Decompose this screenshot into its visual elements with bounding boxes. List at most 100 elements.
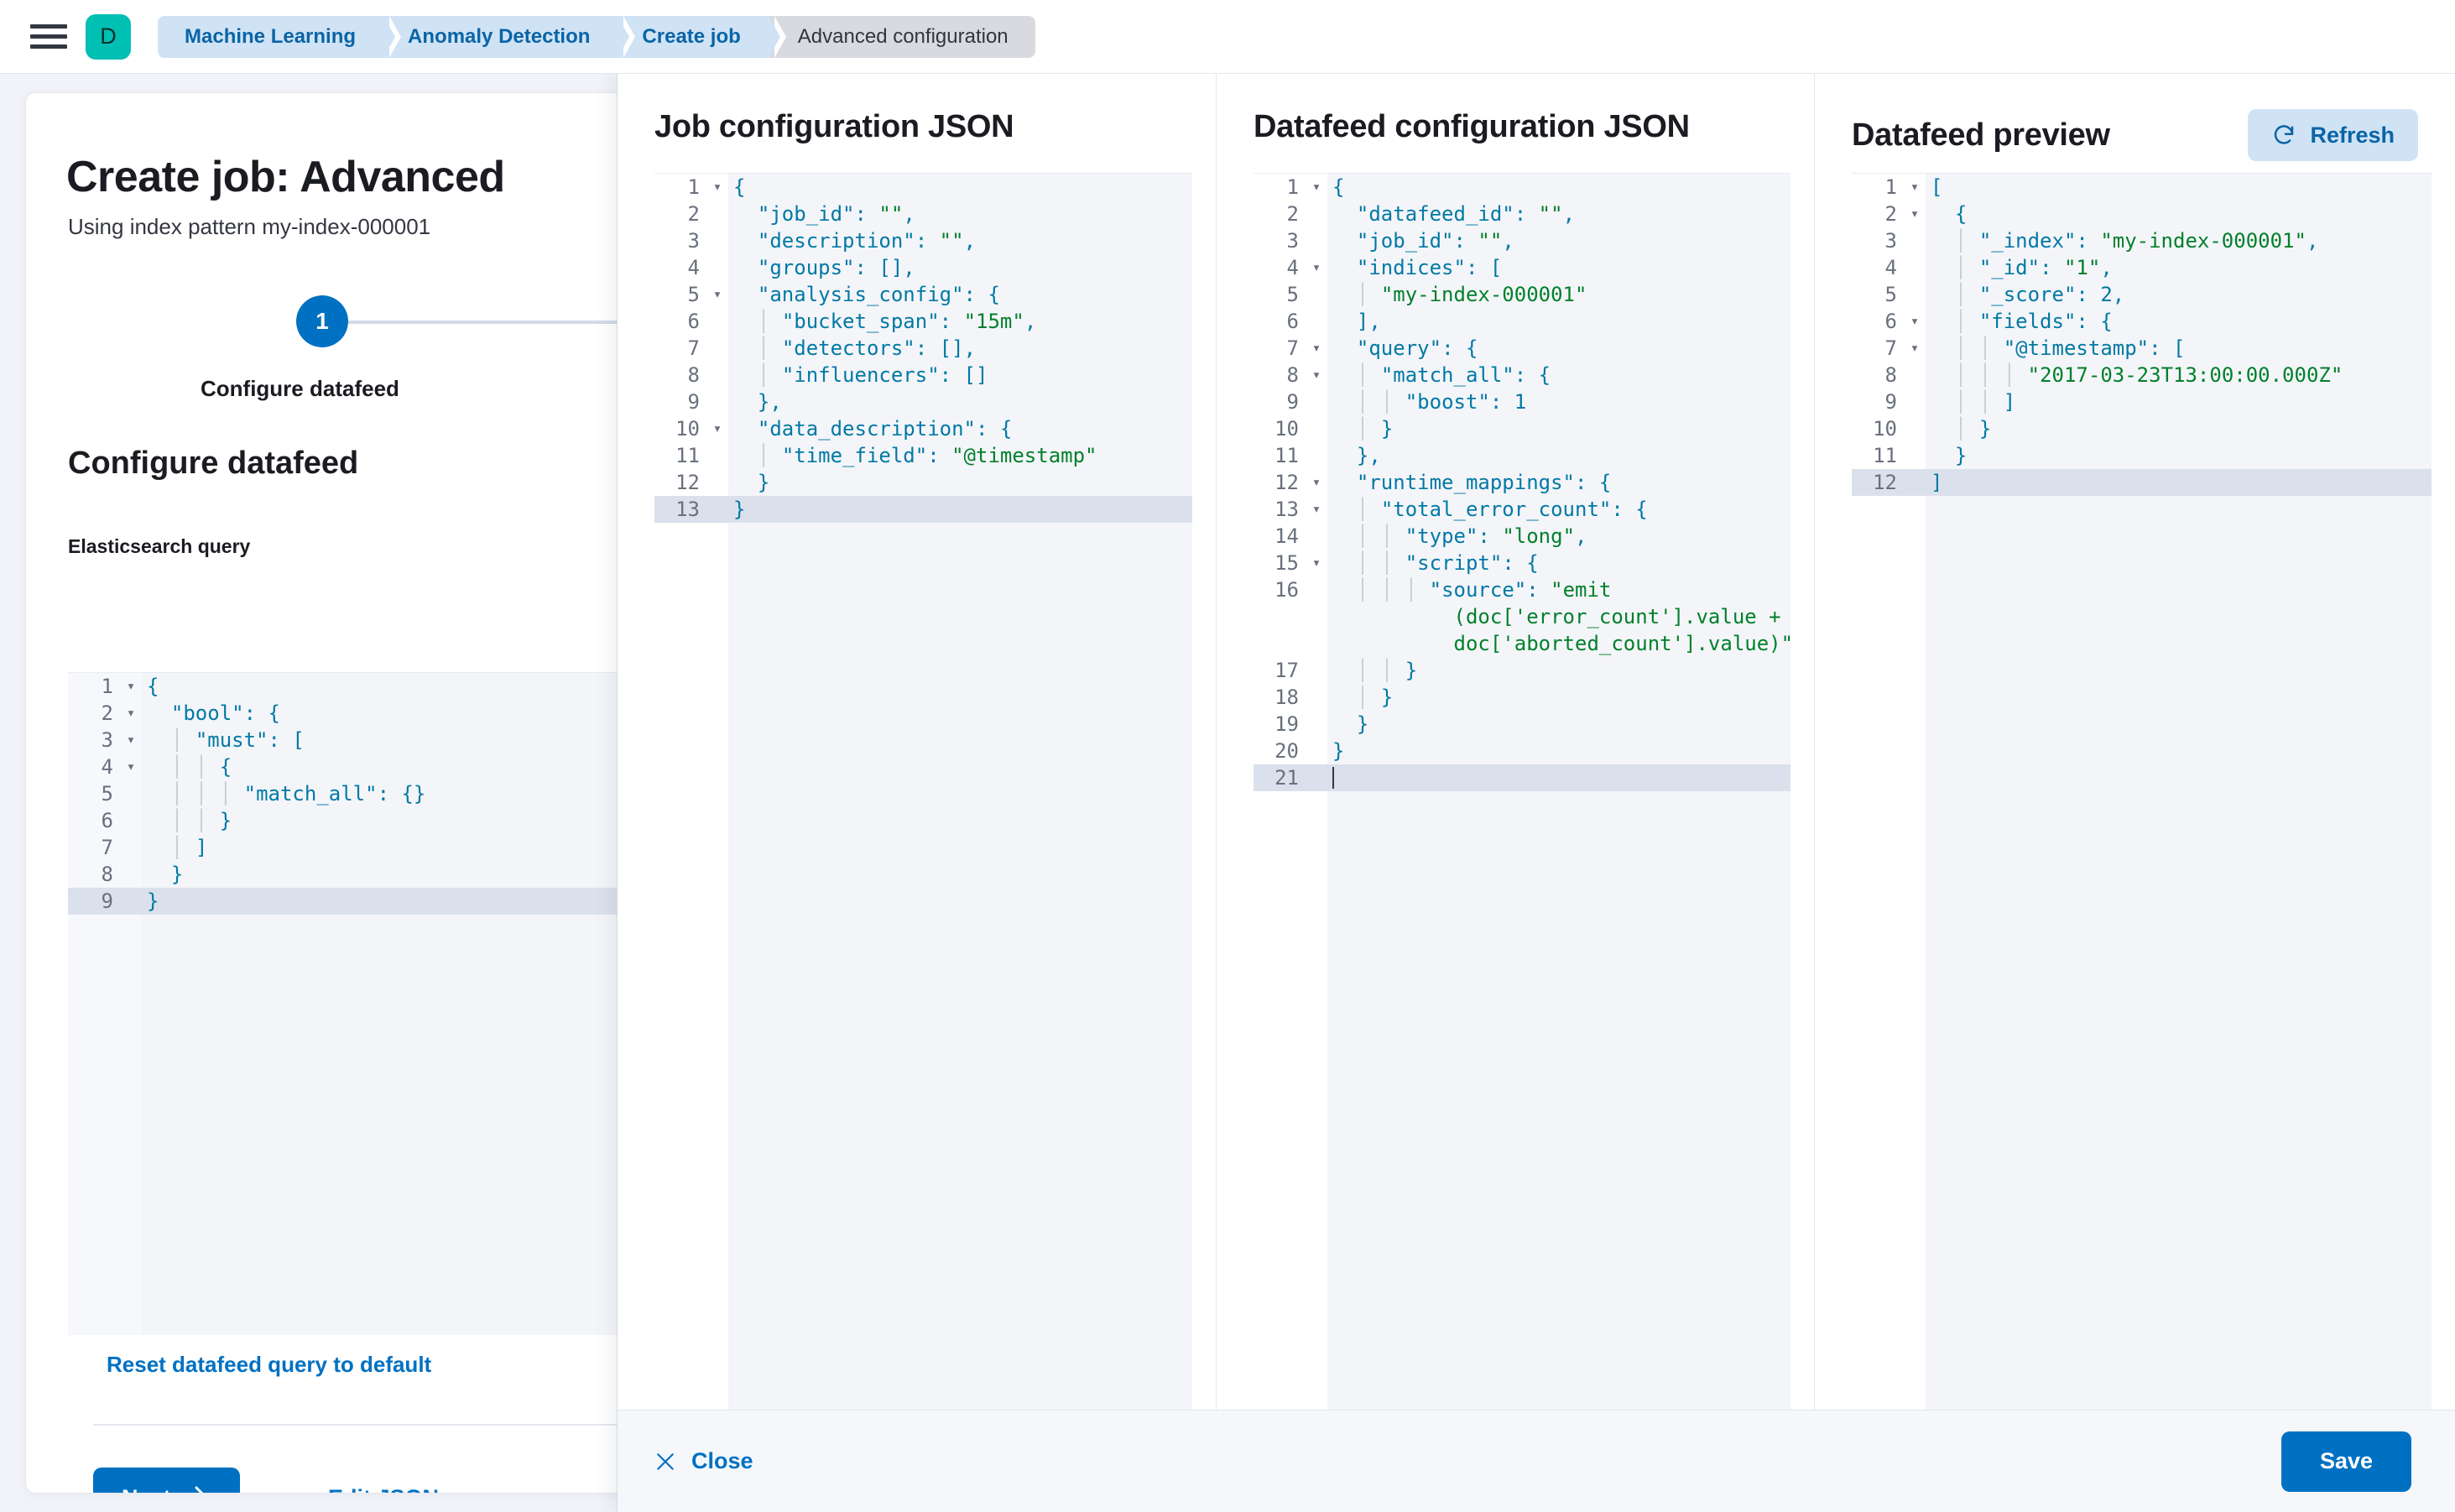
- line-number: 5: [101, 782, 113, 806]
- refresh-button[interactable]: Refresh: [2248, 109, 2418, 161]
- fold-arrow-icon[interactable]: ▾: [1910, 206, 1920, 222]
- code-line[interactable]: 9 │ │ "boost": 1: [1254, 388, 1790, 415]
- code-line[interactable]: 7 │ "detectors": [],: [654, 335, 1192, 362]
- fold-arrow-icon[interactable]: ▾: [1311, 474, 1321, 491]
- fold-arrow-icon[interactable]: ▾: [712, 420, 722, 437]
- code-line[interactable]: 11 }: [1852, 442, 2432, 469]
- code-line[interactable]: 11 },: [1254, 442, 1790, 469]
- line-number: 9: [1884, 390, 1897, 414]
- code-line[interactable]: 3 "job_id": "",: [1254, 227, 1790, 254]
- code-line[interactable]: 5 │ "_score": 2,: [1852, 281, 2432, 308]
- code-line[interactable]: 1▾{: [1254, 174, 1790, 201]
- code-line[interactable]: 19 }: [1254, 711, 1790, 738]
- code-line[interactable]: 13}: [654, 496, 1192, 523]
- job-configuration-json-editor[interactable]: 1▾{2 "job_id": "",3 "description": "",4 …: [654, 173, 1192, 1410]
- fold-arrow-icon[interactable]: ▾: [126, 732, 136, 748]
- step-indicator-1[interactable]: 1: [296, 295, 348, 347]
- code-line[interactable]: 10▾ "data_description": {: [654, 415, 1192, 442]
- code-line[interactable]: 13▾ │ "total_error_count": {: [1254, 496, 1790, 523]
- code-line[interactable]: 5 │ "my-index-000001": [1254, 281, 1790, 308]
- line-number: 4: [1286, 256, 1299, 279]
- breadcrumb-item-create-job[interactable]: Create job: [618, 15, 787, 58]
- code-line[interactable]: 4▾ "indices": [: [1254, 254, 1790, 281]
- code-line[interactable]: 14 │ │ "type": "long",: [1254, 523, 1790, 550]
- code-line[interactable]: 4▾ │ │ {: [68, 753, 914, 780]
- code-line[interactable]: 4 │ "_id": "1",: [1852, 254, 2432, 281]
- close-button[interactable]: Close: [654, 1448, 753, 1474]
- fold-arrow-icon[interactable]: ▾: [126, 705, 136, 722]
- code-line[interactable]: 10 │ }: [1852, 415, 2432, 442]
- code-line[interactable]: 6 │ "bucket_span": "15m",: [654, 308, 1192, 335]
- code-line[interactable]: 2▾ "bool": {: [68, 700, 914, 727]
- code-source: │ "detectors": [],: [757, 336, 977, 360]
- code-line[interactable]: 1▾[: [1852, 174, 2432, 201]
- code-line[interactable]: 18 │ }: [1254, 684, 1790, 711]
- code-line[interactable]: 11 │ "time_field": "@timestamp": [654, 442, 1192, 469]
- breadcrumb-item-anomaly-detection[interactable]: Anomaly Detection: [384, 15, 636, 58]
- code-line[interactable]: 8 │ │ │ "2017-03-23T13:00:00.000Z": [1852, 362, 2432, 388]
- fold-arrow-icon[interactable]: ▾: [712, 286, 722, 303]
- code-line[interactable]: 9 },: [654, 388, 1192, 415]
- space-avatar[interactable]: D: [86, 13, 131, 60]
- code-line[interactable]: 3 │ "_index": "my-index-000001",: [1852, 227, 2432, 254]
- code-source: │ │ {: [170, 755, 232, 779]
- code-line[interactable]: 21: [1254, 764, 1790, 791]
- hamburger-menu-icon[interactable]: [30, 22, 67, 52]
- fold-arrow-icon[interactable]: ▾: [1311, 555, 1321, 571]
- code-line[interactable]: 17 │ │ }: [1254, 657, 1790, 684]
- fold-arrow-icon[interactable]: ▾: [1311, 179, 1321, 196]
- fold-arrow-icon[interactable]: ▾: [712, 179, 722, 196]
- code-line[interactable]: 2▾ {: [1852, 201, 2432, 227]
- line-number: 8: [101, 863, 113, 886]
- fold-arrow-icon[interactable]: ▾: [1910, 179, 1920, 196]
- code-line[interactable]: 10 │ }: [1254, 415, 1790, 442]
- code-line[interactable]: 20}: [1254, 738, 1790, 764]
- line-number: 3: [1286, 229, 1299, 253]
- fold-arrow-icon[interactable]: ▾: [1910, 340, 1920, 357]
- code-line[interactable]: 16 │ │ │ "source": "emit (doc['error_cou…: [1254, 576, 1790, 657]
- breadcrumb-item-machine-learning[interactable]: Machine Learning: [158, 15, 402, 58]
- code-line[interactable]: 1▾{: [68, 673, 914, 700]
- page-title: Create job: Advanced: [66, 153, 505, 201]
- code-line[interactable]: 2 "job_id": "",: [654, 201, 1192, 227]
- code-line[interactable]: 8 }: [68, 861, 914, 888]
- next-button[interactable]: Next: [93, 1468, 240, 1493]
- code-line[interactable]: 15▾ │ │ "script": {: [1254, 550, 1790, 576]
- fold-arrow-icon[interactable]: ▾: [126, 678, 136, 695]
- code-line[interactable]: 6 ],: [1254, 308, 1790, 335]
- code-line[interactable]: 7 │ ]: [68, 834, 914, 861]
- code-line[interactable]: 6 │ │ }: [68, 807, 914, 834]
- fold-arrow-icon[interactable]: ▾: [1311, 367, 1321, 383]
- line-number: 17: [1274, 659, 1299, 682]
- code-line[interactable]: 3 "description": "",: [654, 227, 1192, 254]
- fold-arrow-icon[interactable]: ▾: [126, 759, 136, 775]
- code-source: │ │ │ "match_all": {}: [170, 782, 426, 806]
- save-button[interactable]: Save: [2280, 1431, 2411, 1492]
- code-line[interactable]: 7▾ "query": {: [1254, 335, 1790, 362]
- code-line[interactable]: 5 │ │ │ "match_all": {}: [68, 780, 914, 807]
- code-line[interactable]: 12 }: [654, 469, 1192, 496]
- line-number: 13: [675, 498, 700, 521]
- code-line[interactable]: 12▾ "runtime_mappings": {: [1254, 469, 1790, 496]
- code-line[interactable]: 12]: [1852, 469, 2432, 496]
- code-line[interactable]: 1▾{: [654, 174, 1192, 201]
- code-line[interactable]: 8 │ "influencers": []: [654, 362, 1192, 388]
- code-line[interactable]: 4 "groups": [],: [654, 254, 1192, 281]
- code-line[interactable]: 6▾ │ "fields": {: [1852, 308, 2432, 335]
- reset-datafeed-query-link[interactable]: Reset datafeed query to default: [107, 1352, 432, 1377]
- datafeed-configuration-json-editor[interactable]: 1▾{2 "datafeed_id": "",3 "job_id": "",4 ▾…: [1254, 173, 1790, 1410]
- fold-arrow-icon[interactable]: ▾: [1910, 313, 1920, 330]
- code-line[interactable]: 8▾ │ "match_all": {: [1254, 362, 1790, 388]
- fold-arrow-icon[interactable]: ▾: [1311, 340, 1321, 357]
- code-line[interactable]: 9 │ │ ]: [1852, 388, 2432, 415]
- code-line[interactable]: 7▾ │ │ "@timestamp": [: [1852, 335, 2432, 362]
- code-line[interactable]: 5▾ "analysis_config": {: [654, 281, 1192, 308]
- fold-arrow-icon[interactable]: ▾: [1311, 501, 1321, 518]
- line-number: 7: [101, 836, 113, 859]
- code-line[interactable]: 2 "datafeed_id": "",: [1254, 201, 1790, 227]
- edit-json-button[interactable]: Edit JSON: [328, 1468, 439, 1494]
- code-line[interactable]: 3▾ │ "must": [: [68, 727, 914, 753]
- datafeed-preview-column: Datafeed preview Refresh 1▾[2▾ {3 │ "_in…: [1814, 74, 2455, 1410]
- datafeed-preview-json-editor[interactable]: 1▾[2▾ {3 │ "_index": "my-index-000001",4…: [1852, 173, 2432, 1410]
- fold-arrow-icon[interactable]: ▾: [1311, 259, 1321, 276]
